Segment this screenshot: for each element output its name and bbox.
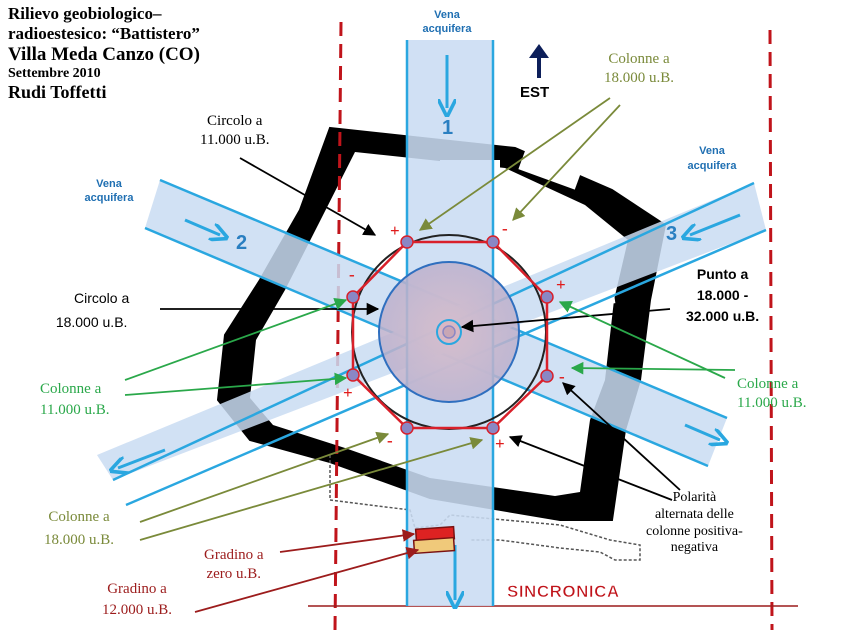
column-dot [400, 421, 414, 435]
polarity-sign: + [495, 434, 505, 453]
polarity-sign: + [556, 275, 566, 294]
label-circolo-18000: Circolo a 18.000 u.B. [54, 290, 129, 331]
label-polarita-line2: alternata delle [654, 506, 734, 522]
polarity-sign: - [387, 431, 393, 450]
stream-3-label-line2: acquifera [688, 160, 738, 172]
title-line4: Settembre 2010 [8, 66, 101, 81]
stream-3-label-line1: Vena [699, 145, 726, 157]
label-colonne-18000-top-line1: Colonne a [608, 51, 670, 67]
column-dot [486, 421, 500, 435]
step-blocks [412, 525, 456, 555]
stream-1-label-line1: Vena [434, 9, 461, 21]
stream-1-number: 1 [442, 117, 453, 139]
column-dot [346, 368, 360, 382]
stream-2-number: 2 [236, 232, 247, 254]
columns [346, 235, 554, 435]
red-dashed-line-right [768, 29, 774, 630]
red-dashed-line-left [333, 21, 343, 630]
title-block: Rilievo geobiologico– radioestesico: “Ba… [8, 4, 200, 103]
label-polarita: Polarità alternata delle colonne positiv… [646, 490, 743, 557]
label-colonne-18000-bottom-line2: 18.000 u.B. [44, 531, 115, 548]
label-colonne-11000-right-line1: Colonne a [737, 376, 799, 392]
polarity-sign: - [502, 219, 508, 238]
stream-3-arrow-right [690, 213, 741, 235]
stream-3-number: 3 [666, 223, 677, 245]
stream-arrows [118, 55, 741, 600]
label-polarita-line3: colonne positiva- [646, 523, 743, 539]
polarity-sign: - [559, 367, 565, 386]
label-colonne-11000-left-line1: Colonne a [40, 381, 102, 397]
polarity-sign: + [390, 221, 400, 240]
label-circolo-11000: Circolo a 11.000 u.B. [200, 112, 269, 150]
column-dot [486, 235, 500, 249]
label-circolo-18000-line2: 18.000 u.B. [55, 313, 128, 330]
label-punto-line2: 18.000 - [696, 287, 749, 303]
label-circolo-11000-line1: Circolo a [207, 113, 263, 129]
label-gradino-zero: Gradino a zero u.B. [204, 546, 264, 584]
stream-2-label-line1: Vena [96, 178, 123, 190]
title-line5: Rudi Toffetti [8, 82, 107, 102]
column-dot [346, 290, 360, 304]
label-colonne-11000-right-line2: 11.000 u.B. [737, 394, 807, 411]
label-polarita-line4: negativa [670, 540, 719, 556]
leader-lines-green [124, 297, 736, 396]
leader-lines-olive [139, 97, 621, 541]
label-gradino-12000-line1: Gradino a [107, 581, 167, 597]
label-gradino-zero-line1: Gradino a [204, 547, 264, 563]
stream-1-label-line2: acquifera [423, 23, 473, 35]
label-gradino-12000: Gradino a 12.000 u.B. [102, 580, 172, 620]
label-colonne-11000-left: Colonne a 11.000 u.B. [40, 380, 109, 420]
column-dot [400, 235, 414, 249]
north-arrow-icon [529, 44, 549, 78]
leader-lines-red [194, 529, 420, 613]
label-gradino-12000-line2: 12.000 u.B. [102, 601, 173, 618]
label-colonne-18000-bottom-line1: Colonne a [48, 509, 110, 525]
label-gradino-zero-line2: zero u.B. [206, 565, 262, 582]
stream-2-arrow-left [184, 218, 220, 235]
label-colonne-18000-bottom: Colonne a 18.000 u.B. [44, 508, 114, 550]
polarity-signs: + - - + + - - + [343, 219, 566, 453]
polarity-sign: + [343, 383, 353, 402]
stream-3-arrow-left [118, 448, 166, 468]
label-colonne-18000-top: Colonne a 18.000 u.B. [604, 50, 674, 88]
sincronica-label: SINCRONICA [507, 582, 620, 601]
column-dot [540, 290, 554, 304]
stream-2-label-line2: acquifera [85, 192, 135, 204]
step-12000-block [412, 536, 456, 555]
label-punto-line3: 32.000 u.B. [686, 308, 760, 324]
label-punto-line1: Punto a [696, 266, 749, 282]
label-circolo-18000-line1: Circolo a [74, 290, 130, 306]
title-line2: radioestesico: “Battistero” [8, 24, 200, 43]
title-line3: Villa Meda Canzo (CO) [8, 44, 200, 65]
label-colonne-11000-right: Colonne a 11.000 u.B. [737, 375, 806, 413]
label-circolo-11000-line2: 11.000 u.B. [200, 131, 270, 148]
polarity-sign: - [349, 265, 355, 284]
stream-2-arrow-right [684, 423, 720, 440]
label-polarita-line1: Polarità [672, 490, 717, 505]
label-punto: Punto a 18.000 - 32.000 u.B. [686, 264, 759, 327]
label-colonne-18000-top-line2: 18.000 u.B. [604, 69, 675, 86]
column-dot [540, 369, 554, 383]
label-colonne-11000-left-line2: 11.000 u.B. [40, 401, 110, 418]
compass-label: EST [520, 84, 549, 101]
title-line1: Rilievo geobiologico– [8, 4, 162, 23]
